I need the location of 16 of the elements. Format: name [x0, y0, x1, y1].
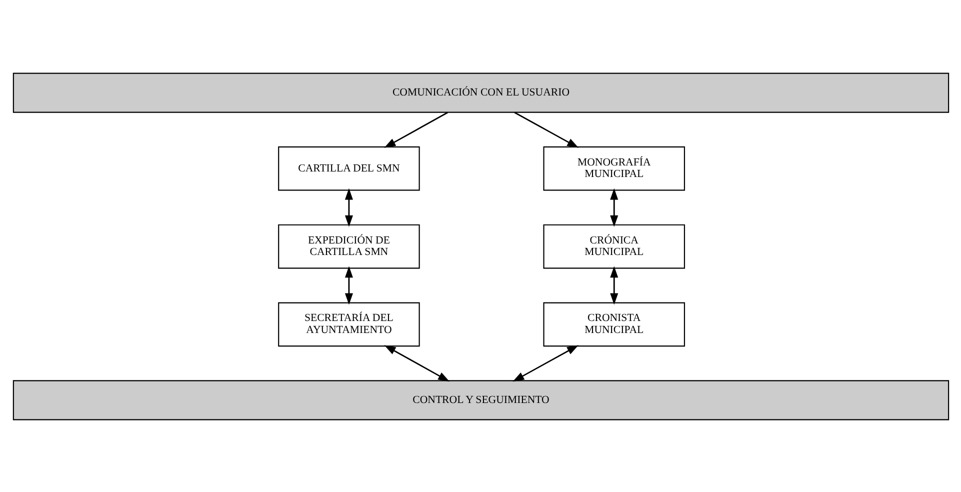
- arrow: [344, 188, 352, 226]
- arrow: [384, 111, 448, 148]
- arrow: [344, 266, 352, 304]
- node-box: CONTROL Y SEGUIMIENTO: [12, 380, 949, 420]
- node-box: MONOGRAFÍA MUNICIPAL: [542, 146, 685, 190]
- node-box: EXPEDICIÓN DE CARTILLA SMN: [278, 224, 420, 268]
- arrow: [610, 188, 618, 226]
- arrow: [384, 344, 450, 382]
- node-box: COMUNICACIÓN CON EL USUARIO: [12, 72, 949, 112]
- node-box: CRÓNICA MUNICIPAL: [542, 224, 685, 268]
- arrow: [610, 266, 618, 304]
- node-box: CRONISTA MUNICIPAL: [542, 302, 685, 346]
- arrow: [512, 344, 578, 382]
- node-box: SECRETARÍA DEL AYUNTAMIENTO: [278, 302, 420, 346]
- arrow: [514, 111, 578, 148]
- node-box: CARTILLA DEL SMN: [278, 146, 420, 190]
